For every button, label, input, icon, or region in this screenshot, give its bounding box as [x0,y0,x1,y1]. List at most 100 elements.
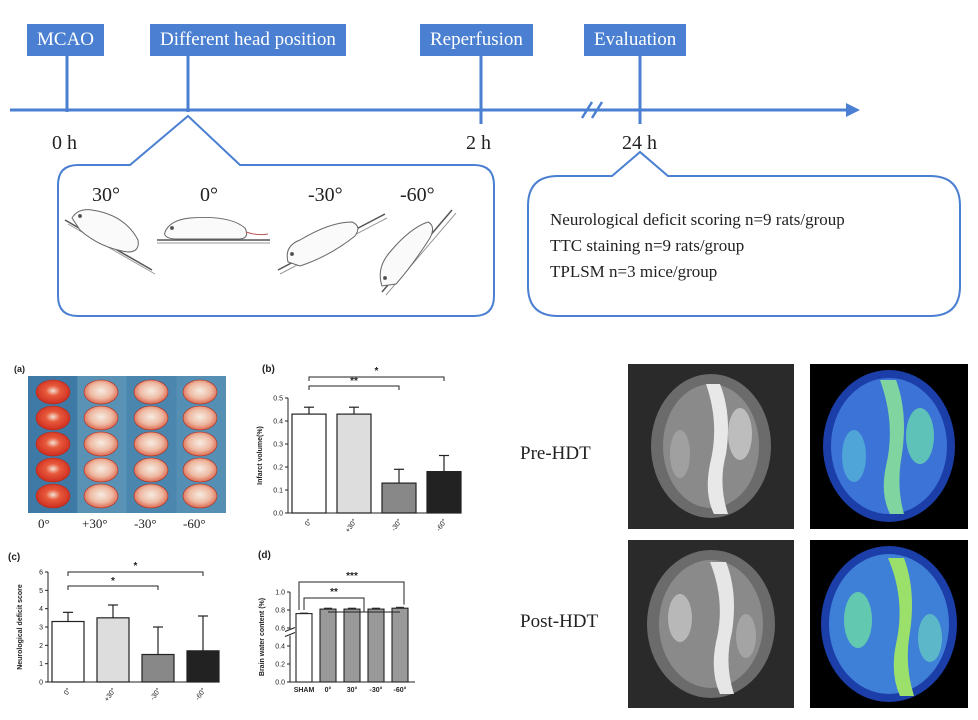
significance-bracket [308,376,445,381]
brain-slice [35,457,71,483]
y-axis-label: Infarct volume(%) [257,426,264,485]
brain-slice [133,405,169,431]
position-0: 0° [200,184,218,206]
brain-slice [133,457,169,483]
brain-slice [35,379,71,405]
evaluation-item: TPLSM n=3 mice/group [550,262,718,281]
time-0h: 0 h [52,132,77,154]
significance-label: ** [330,587,338,598]
y-tick-label: 0.5 [273,396,283,403]
significance-bracket [67,571,204,576]
stage-evaluation: Evaluation [584,24,687,56]
significance-bracket [303,597,365,612]
brain-slice [182,431,218,457]
brain-slice [182,379,218,405]
y-tick-label: 0.4 [273,419,283,426]
x-tick-label: +30° [344,517,359,534]
pre-hdt-label: Pre-HDT [520,443,591,464]
x-tick-label: -30° [370,686,383,694]
slice-label-0: 0° [38,516,50,531]
axis-break-mark [580,101,594,119]
slice-label-minus60: -60° [183,516,206,531]
significance-label: * [375,366,379,377]
bar [426,470,462,514]
brain-slice [182,483,218,509]
y-tick-label: 0.0 [275,680,285,687]
y-tick-label: 0.2 [275,662,285,669]
x-tick-label: -60° [194,686,208,701]
bar [343,608,361,683]
brain-slice [83,431,119,457]
y-tick-label: 2 [39,643,43,650]
brain-slice [182,405,218,431]
x-tick-label: 0° [325,686,332,694]
evaluation-callout [527,150,961,317]
bar [381,482,417,514]
stage-mcao: MCAO [27,24,105,56]
bar [336,413,372,514]
x-tick-label: 30° [347,686,358,694]
evaluation-item: Neurological deficit scoring n=9 rats/gr… [550,210,845,229]
slice-label-plus30: +30° [82,516,108,531]
y-tick-label: 5 [39,588,43,595]
x-tick-label: -60° [435,517,449,532]
brain-slice [83,379,119,405]
ttc-slices-photo [28,376,226,513]
significance-bracket [308,385,400,390]
bar [319,608,337,683]
pre-hdt-grayscale-image [628,364,794,529]
significance-label: * [134,561,138,572]
time-2h: 2 h [466,132,491,154]
position-minus-30: -30° [308,184,343,206]
axis-break-gap [286,629,294,636]
stage-different-head-position: Different head position [150,24,346,56]
post-hdt-grayscale-image [628,540,794,708]
bar [291,413,327,514]
rat-minus-60-degree-drawing [379,209,457,296]
rat-0-degree-drawing [157,217,270,244]
bar [96,617,130,683]
timeline-arrowhead [846,103,860,117]
panel-c-letter: (c) [8,552,20,563]
brain-slice [133,483,169,509]
y-tick-label: 3 [39,625,43,632]
x-tick-label: -60° [394,686,407,694]
x-tick-label: +30° [103,686,118,703]
significance-bracket [67,585,159,590]
y-tick-label: 6 [39,570,43,577]
rat-minus-30-degree-drawing [277,213,388,275]
y-axis-label: Neurological deficit score [17,584,24,670]
y-tick-label: 0.8 [275,608,285,615]
post-hdt-label: Post-HDT [520,611,599,632]
evaluation-item: TTC staining n=9 rats/group [550,236,745,255]
brain-slice [35,483,71,509]
x-tick-label: -30° [390,517,404,532]
brain-slice [83,483,119,509]
post-hdt-color-map [810,540,968,708]
brain-slice [35,405,71,431]
panel-d-letter: (d) [258,550,271,561]
bar [141,653,175,683]
bar [391,607,409,683]
head-position-callout [57,114,495,317]
rat-30-degree-drawing [64,209,156,275]
x-tick-label: -30° [149,686,163,701]
timeline-graphics [10,56,961,317]
panel-b-letter: (b) [262,364,275,375]
significance-label: *** [346,571,358,582]
time-24h: 24 h [622,132,657,154]
x-tick-label: 0° [62,686,73,696]
brain-slice [83,405,119,431]
position-30: 30° [92,184,120,206]
panel-a-letter: (a) [14,364,25,374]
y-tick-label: 0.4 [275,644,285,651]
x-tick-label: 0° [303,517,314,527]
y-tick-label: 0.6 [275,626,285,633]
y-tick-label: 1.0 [275,590,285,597]
brain-slice [83,457,119,483]
y-tick-label: 1 [39,661,43,668]
y-tick-label: 0.1 [273,488,283,495]
axis-break-mark [284,627,296,632]
